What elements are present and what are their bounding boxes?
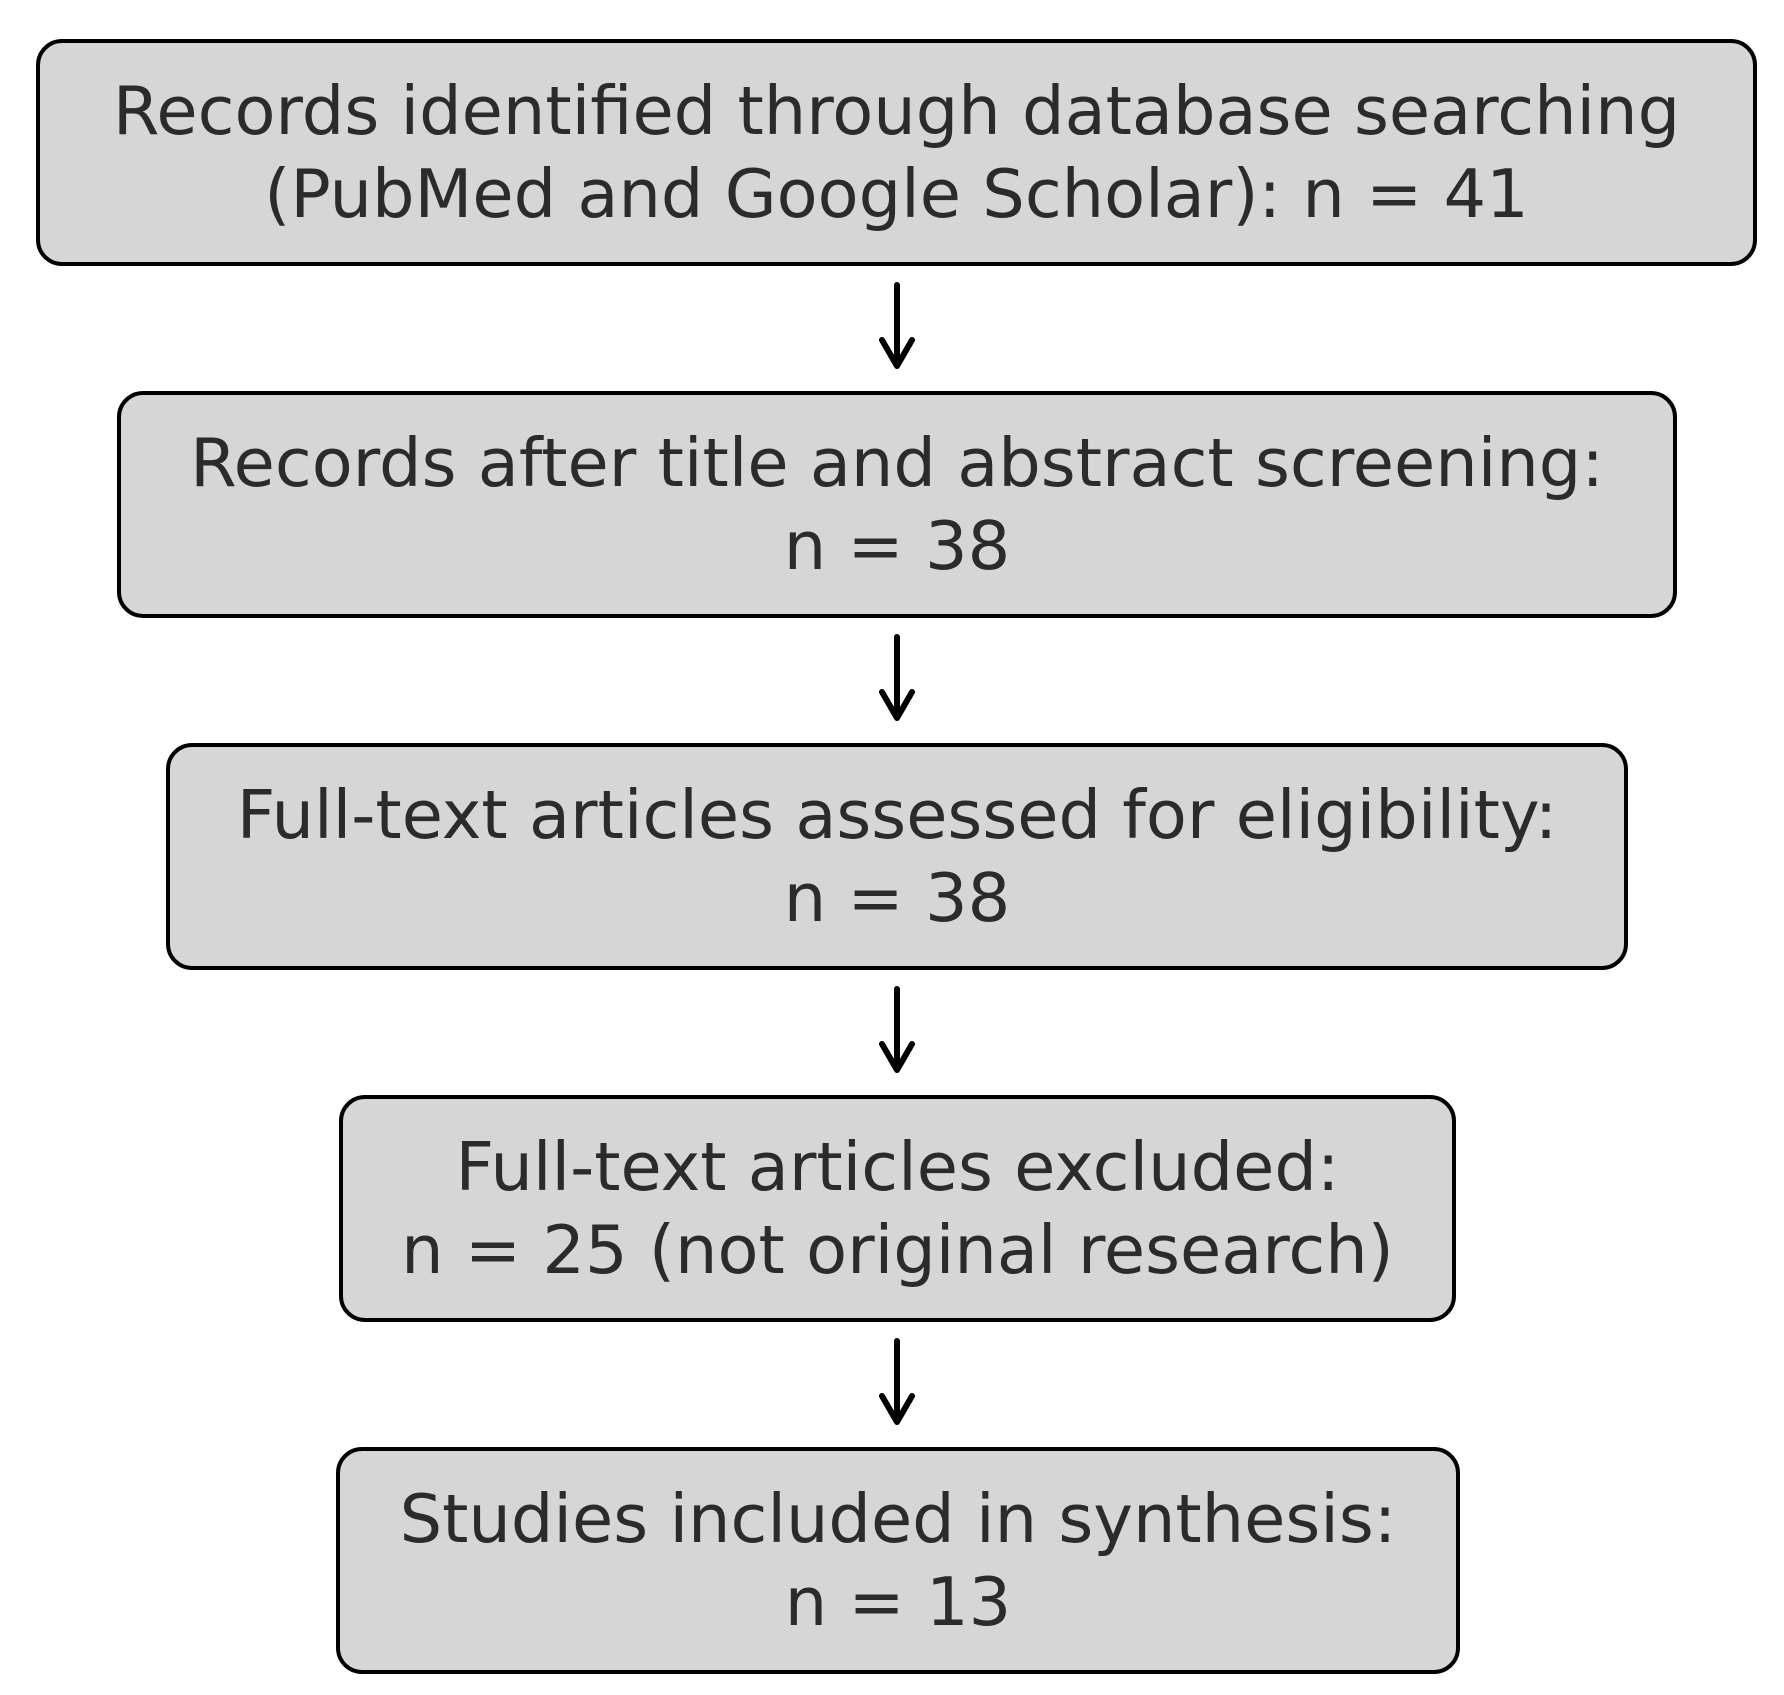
box-records-screened: Records after title and abstract screeni… xyxy=(117,391,1677,618)
down-arrow-icon xyxy=(879,986,915,1073)
box-fulltext-excluded-line2: n = 25 (not original research) xyxy=(401,1210,1394,1289)
down-arrow-icon xyxy=(879,282,915,369)
box-records-screened-line1: Records after title and abstract screeni… xyxy=(190,423,1604,502)
box-records-screened-line2: n = 38 xyxy=(783,506,1011,585)
box-studies-included-line2: n = 13 xyxy=(784,1562,1012,1641)
box-records-identified-line2: (PubMed and Google Scholar): n = 41 xyxy=(264,154,1529,233)
box-fulltext-excluded: Full-text articles excluded: n = 25 (not… xyxy=(339,1095,1456,1322)
box-studies-included-line1: Studies included in synthesis: xyxy=(399,1479,1397,1558)
box-records-identified: Records identified through database sear… xyxy=(36,39,1757,266)
box-records-identified-line1: Records identified through database sear… xyxy=(112,71,1681,150)
box-fulltext-assessed-line2: n = 38 xyxy=(783,858,1011,937)
box-fulltext-assessed: Full-text articles assessed for eligibil… xyxy=(166,743,1628,970)
box-fulltext-excluded-line1: Full-text articles excluded: xyxy=(455,1127,1340,1206)
down-arrow-icon xyxy=(879,1338,915,1425)
box-fulltext-assessed-line1: Full-text articles assessed for eligibil… xyxy=(236,775,1558,854)
down-arrow-icon xyxy=(879,634,915,721)
box-studies-included: Studies included in synthesis: n = 13 xyxy=(336,1447,1460,1674)
